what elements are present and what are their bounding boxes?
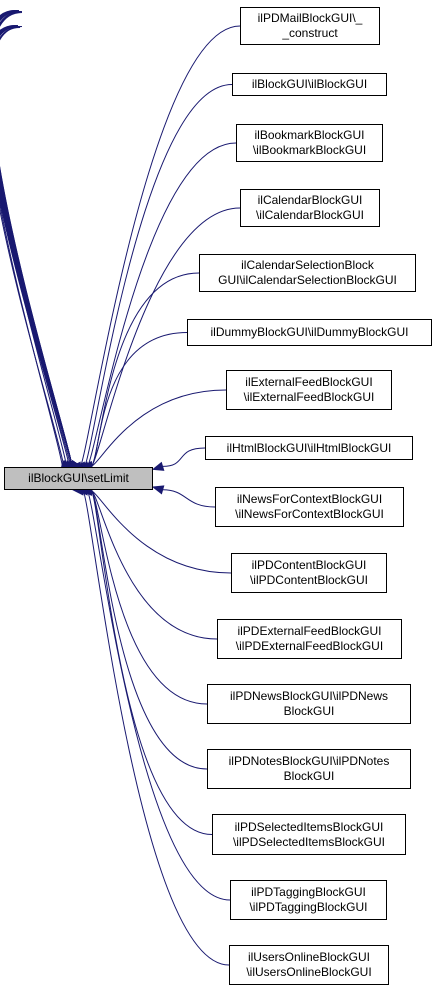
caller-node-line: ilBlockGUI\ilBlockGUI (251, 77, 368, 91)
caller-node-line: ilCalendarBlockGUI (257, 193, 363, 207)
caller-node-line: ilPDNewsBlockGUI\ilPDNews (229, 689, 389, 703)
call-edge (91, 332, 188, 467)
call-edge (91, 490, 208, 705)
root-node-setlimit[interactable]: ilBlockGUI\setLimit (4, 467, 153, 490)
caller-node-line: \ilPDExternalFeedBlockGUI (235, 639, 384, 653)
caller-node-line: ilPDMailBlockGUI\_ (257, 11, 363, 25)
call-edge (162, 447, 206, 467)
caller-node-line: ilPDTaggingBlockGUI (251, 885, 366, 899)
caller-node-pd-selected-items[interactable]: ilPDSelectedItemsBlockGUI\ilPDSelectedIt… (212, 814, 406, 855)
caller-node-line: ilPDContentBlockGUI (251, 558, 367, 572)
call-edge (87, 142, 237, 467)
caller-node-line: ilCalendarSelectionBlock (241, 258, 374, 272)
caller-node-line: ilNewsForContextBlockGUI (236, 492, 383, 506)
caller-node-pd-content[interactable]: ilPDContentBlockGUI\ilPDContentBlockGUI (231, 553, 387, 593)
caller-node-line: ilUsersOnlineBlockGUI (247, 950, 371, 964)
call-edge (162, 489, 216, 508)
caller-node-line: \ilPDSelectedItemsBlockGUI (232, 834, 386, 849)
call-edge (80, 25, 241, 467)
caller-node-html[interactable]: ilHtmlBlockGUI\ilHtmlBlockGUI (205, 436, 413, 460)
root-node-label: ilBlockGUI\setLimit (28, 471, 129, 485)
call-edge (91, 490, 213, 835)
caller-node-line: \ilCalendarBlockGUI (255, 208, 365, 222)
call-edge (87, 490, 231, 901)
caller-node-line: ilDummyBlockGUI\ilDummyBlockGUI (210, 325, 409, 339)
call-edge (91, 207, 241, 467)
call-edge (0, 11, 73, 466)
caller-node-line: \ilNewsForContextBlockGUI (235, 507, 384, 521)
caller-node-users-online[interactable]: ilUsersOnlineBlockGUI\ilUsersOnlineBlock… (229, 945, 389, 985)
call-edge (91, 490, 218, 640)
call-edge (0, 10, 63, 465)
call-edge (82, 490, 230, 966)
caller-node-line: BlockGUI (283, 704, 335, 718)
caller-node-line: _construct (282, 26, 338, 40)
caller-node-line: \ilUsersOnlineBlockGUI (246, 965, 372, 979)
call-edge-arrowhead (151, 485, 165, 495)
caller-node-line: ilPDExternalFeedBlockGUI (237, 624, 382, 638)
caller-node-line: GUI\ilCalendarSelectionBlockGUI (218, 273, 397, 287)
caller-node-line: ilExternalFeedBlockGUI (245, 375, 373, 389)
caller-node-news-for-context[interactable]: ilNewsForContextBlockGUI\ilNewsForContex… (215, 487, 404, 527)
caller-node-line: \ilBookmarkBlockGUI (252, 143, 367, 157)
caller-node-line: ilPDNotesBlockGUI\ilPDNotes (228, 754, 390, 768)
call-edge (91, 272, 200, 467)
caller-node-line: ilBookmarkBlockGUI (254, 128, 365, 142)
call-edge (84, 84, 233, 467)
caller-node-blockgui[interactable]: ilBlockGUI\ilBlockGUI (232, 73, 387, 96)
caller-node-external-feed[interactable]: ilExternalFeedBlockGUI\ilExternalFeedBlo… (226, 370, 392, 410)
caller-node-line: ilPDSelectedItemsBlockGUI (234, 819, 384, 834)
caller-node-line: BlockGUI (283, 769, 335, 783)
call-edge-arrowhead (151, 461, 165, 471)
call-edge (91, 389, 227, 467)
caller-node-pd-tagging[interactable]: ilPDTaggingBlockGUI\ilPDTaggingBlockGUI (230, 880, 387, 920)
caller-node-pdmail-construct[interactable]: ilPDMailBlockGUI\__construct (240, 7, 380, 45)
caller-node-line: \ilPDContentBlockGUI (249, 573, 369, 587)
call-edge (91, 490, 232, 574)
caller-node-calendar[interactable]: ilCalendarBlockGUI\ilCalendarBlockGUI (240, 189, 380, 227)
caller-node-pd-external-feed[interactable]: ilPDExternalFeedBlockGUI\ilPDExternalFee… (217, 619, 402, 659)
caller-node-line: \ilPDTaggingBlockGUI (249, 900, 368, 914)
caller-node-line: ilHtmlBlockGUI\ilHtmlBlockGUI (226, 440, 392, 455)
call-edge (0, 25, 65, 465)
caller-node-dummy[interactable]: ilDummyBlockGUI\ilDummyBlockGUI (187, 319, 432, 346)
caller-node-line: \ilExternalFeedBlockGUI (243, 390, 375, 404)
caller-node-bookmark[interactable]: ilBookmarkBlockGUI\ilBookmarkBlockGUI (236, 124, 383, 162)
call-edge (0, 26, 73, 466)
